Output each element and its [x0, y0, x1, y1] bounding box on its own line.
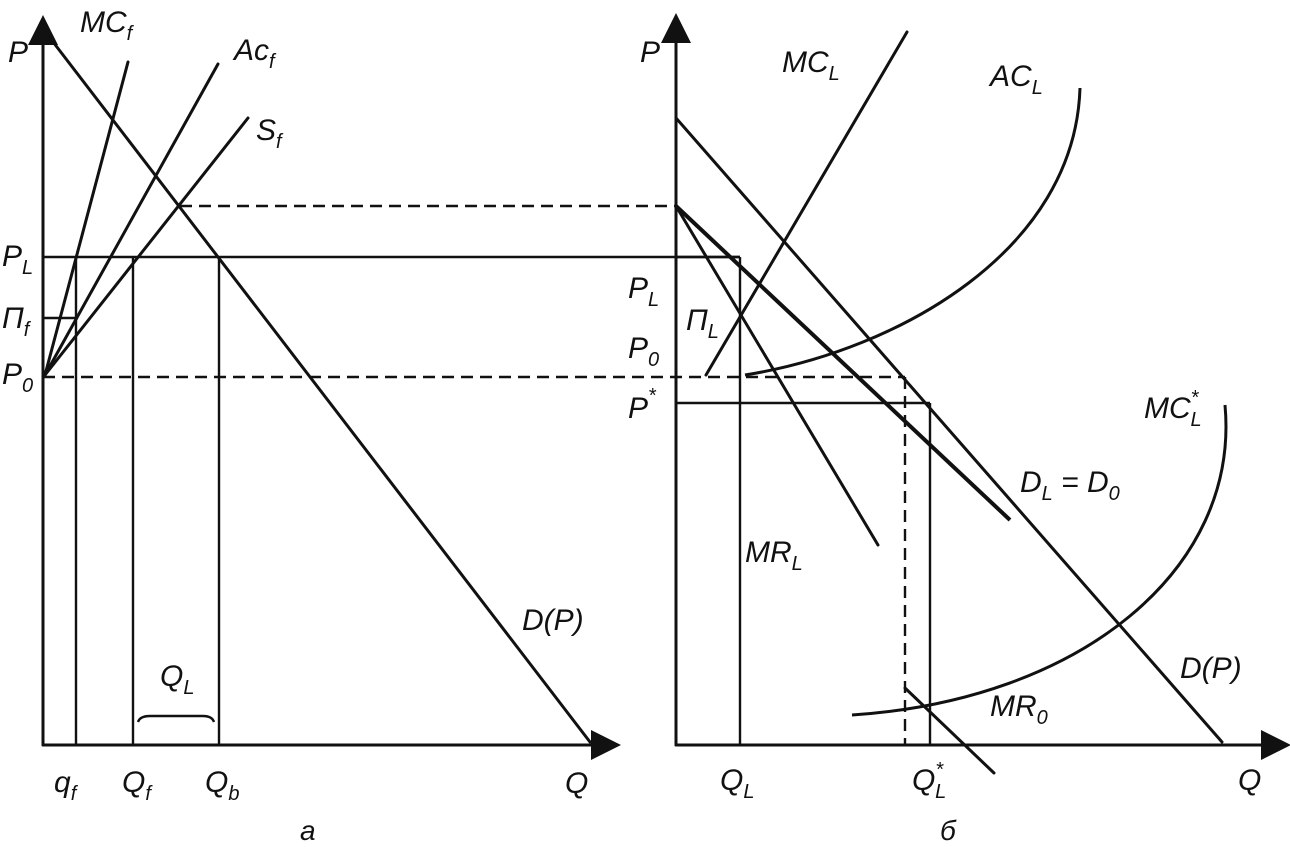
- panel-b-ac-l-label: ACL: [988, 60, 1043, 99]
- panel-b-q-axis-label: Q: [1238, 764, 1261, 797]
- panel-a-demand-label: D(P): [522, 604, 584, 637]
- panel-b-p-l-label: PL: [628, 272, 659, 311]
- panel-a-p-0-label: P0: [2, 358, 33, 397]
- panel-b-mc-l-label: MCL: [782, 46, 840, 85]
- panel-a-caption: a: [300, 815, 316, 846]
- panel-a-p-l-label: PL: [2, 240, 33, 279]
- panel-a-q-f-label: Qf: [122, 766, 153, 805]
- panel-a-q-l-label: QL: [160, 660, 194, 699]
- panel-a: P Q MCf Acf Sf PL Πf P0 D(P) QL qf Qf Qb…: [2, 6, 905, 846]
- panel-a-mc-f-label: MCf: [80, 6, 135, 45]
- panel-b-mc-l-star-label: MC*L: [1144, 387, 1202, 431]
- panel-a-q-f-small-label: qf: [54, 766, 79, 805]
- panel-b-mc-l-star-curve: [851, 404, 1228, 717]
- panel-b-caption: б: [940, 815, 957, 846]
- panel-b-mr-0-label: MR0: [990, 690, 1048, 729]
- panel-b-mr-l-label: MRL: [745, 536, 803, 575]
- panel-a-demand-line: [48, 36, 592, 744]
- panel-a-mc-f-line: [43, 60, 130, 377]
- panel-a-q-axis-label: Q: [565, 767, 588, 800]
- panel-a-s-f-line: [43, 116, 250, 377]
- panel-a-ac-f-label: Acf: [232, 34, 277, 73]
- panel-a-pi-f-label: Πf: [2, 302, 32, 341]
- panel-b-q-l-star-label: Q*L: [912, 759, 946, 803]
- panel-a-q-b-label: Qb: [205, 766, 239, 805]
- panel-b-p-axis-label: P: [640, 36, 660, 69]
- panel-b-p-star-label: P*: [628, 385, 657, 425]
- panel-a-p-axis-label: P: [8, 36, 28, 69]
- panel-b-dl-d0-line: [674, 204, 1012, 522]
- panel-a-q-l-bracket: [136, 714, 216, 723]
- panel-b-mr-0-line: [903, 686, 996, 775]
- panel-b-p-0-label: P0: [628, 332, 659, 371]
- panel-b: P Q MCL ACL PL ΠL P0 P* MC*L DL = D0 MRL…: [628, 13, 1290, 846]
- panel-b-demand-line: [674, 116, 1224, 744]
- panel-a-s-f-label: Sf: [256, 114, 284, 153]
- panel-b-mr-l-line: [674, 204, 880, 547]
- panel-b-mc-l-line: [704, 30, 909, 377]
- panel-b-dl-d0-label: DL = D0: [1020, 466, 1120, 505]
- panel-a-ac-f-line: [43, 62, 220, 377]
- panel-b-q-l-label: QL: [720, 764, 754, 803]
- panel-b-demand-label: D(P): [1180, 652, 1242, 685]
- panel-b-ac-l-curve: [744, 87, 1082, 377]
- panel-b-pi-l-label: ΠL: [686, 304, 719, 343]
